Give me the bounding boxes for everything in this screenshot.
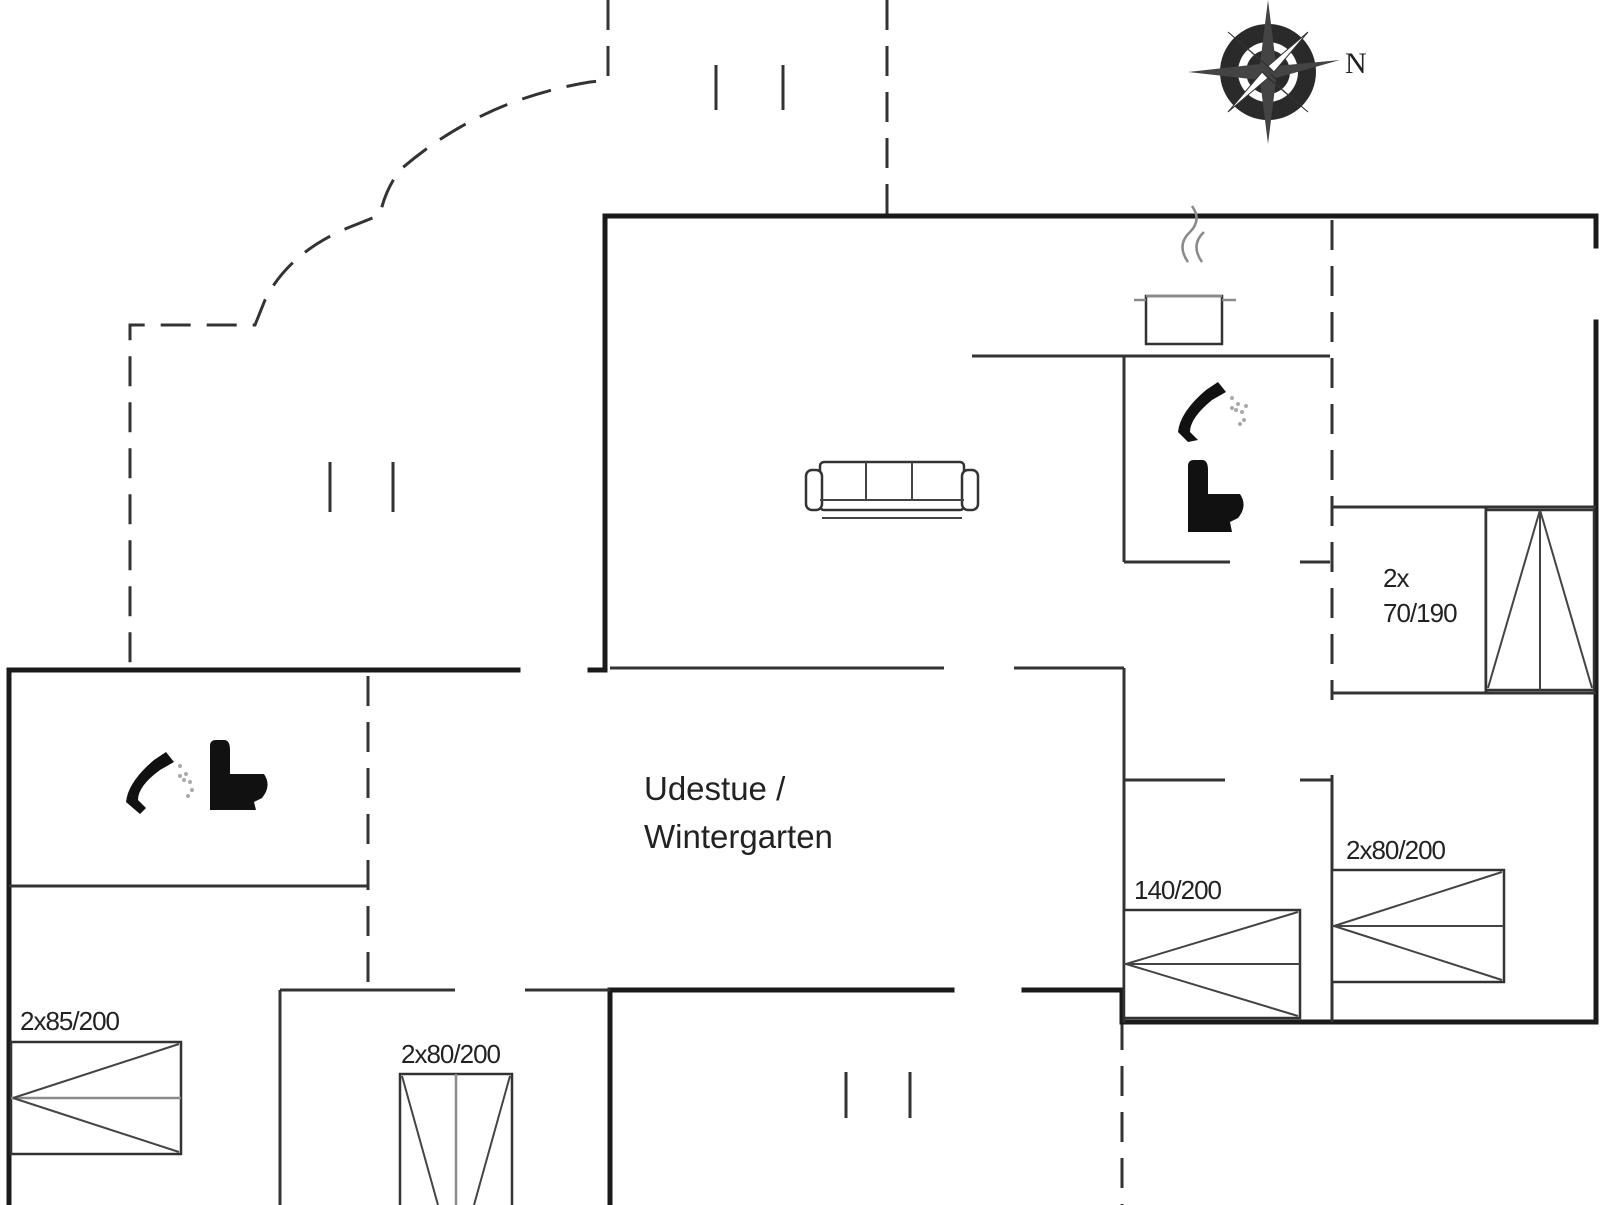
north-label: N bbox=[1345, 47, 1367, 80]
compass-rose-icon bbox=[1188, 0, 1340, 144]
room-label-sunroom-line1: Udestue / bbox=[644, 770, 786, 807]
bed-label-twin-south: 2x80/200 bbox=[401, 1039, 501, 1069]
exterior-walls bbox=[6, 213, 1599, 1205]
bed-label-twin-east: 2x80/200 bbox=[1346, 835, 1446, 865]
bed-label-double: 140/200 bbox=[1134, 875, 1222, 905]
terrace-outline bbox=[128, 0, 1124, 1205]
bed-icon bbox=[1484, 508, 1596, 692]
bed-label-kids-line2: 70/190 bbox=[1383, 598, 1457, 628]
bed-icon bbox=[9, 1040, 183, 1156]
bed-label-kids-line1: 2x bbox=[1383, 563, 1409, 593]
toilet-icon bbox=[210, 740, 268, 810]
terrace-markers bbox=[328, 65, 912, 1118]
room-label-sunroom-line2: Wintergarten bbox=[644, 818, 833, 855]
shower-icon bbox=[126, 752, 194, 814]
cooking-pot-icon bbox=[1134, 205, 1236, 346]
sofa-icon bbox=[804, 460, 980, 519]
interior-walls bbox=[9, 220, 1596, 1205]
toilet-icon bbox=[1188, 460, 1244, 532]
bed-icon bbox=[398, 1072, 514, 1205]
shower-icon bbox=[1178, 382, 1248, 442]
bed-icon bbox=[1330, 868, 1506, 984]
bed-icon bbox=[1122, 908, 1302, 1020]
bed-label-twin-west: 2x85/200 bbox=[20, 1006, 120, 1036]
